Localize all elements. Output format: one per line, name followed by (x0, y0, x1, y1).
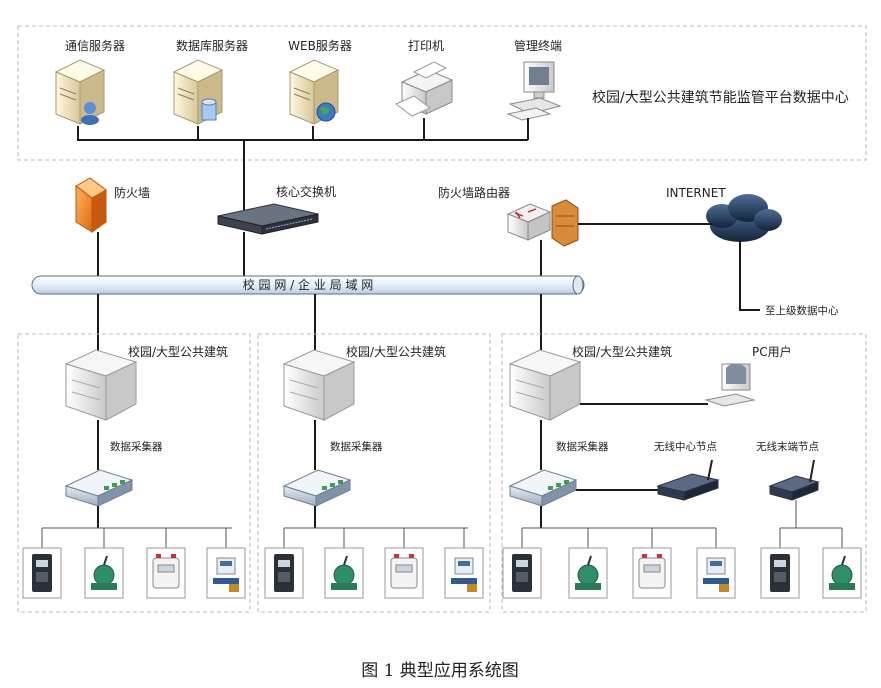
building-frame-3 (501, 333, 867, 613)
gas-meter-icon (632, 547, 672, 599)
db-server-label: 数据库服务器 (176, 38, 248, 53)
heat-meter-icon (206, 547, 246, 599)
water-meter-icon (568, 547, 608, 599)
datacenter-frame (17, 25, 867, 161)
wireless-end-node-icon (768, 459, 820, 501)
lan-label: 校 园 网 / 企 业 局 域 网 (243, 277, 374, 292)
meter-bus-1 (41, 527, 232, 548)
core-switch-label: 核心交换机 (276, 184, 336, 199)
firewall-router-icon (506, 199, 579, 247)
core-switch-icon (217, 203, 319, 235)
meter-bus-2 (283, 527, 468, 548)
wireless-center-node-icon (656, 459, 720, 501)
heat-meter-icon (444, 547, 484, 599)
collector-label-2: 数据采集器 (330, 440, 383, 453)
user-server-icon (54, 59, 106, 125)
water-meter-icon (324, 547, 364, 599)
wireless-end-label: 无线末端节点 (756, 440, 819, 453)
building-label-3: 校园/大型公共建筑 (572, 344, 672, 359)
electric-meter-icon (760, 547, 800, 599)
upper-center-label: 至上级数据中心 (765, 304, 839, 317)
building-icon (64, 349, 138, 421)
firewall-router-label: 防火墙路由器 (438, 185, 510, 200)
meter-bus-3 (521, 527, 717, 548)
pc-user-label: PC用户 (752, 344, 792, 359)
gas-meter-icon (146, 547, 186, 599)
building-icon (282, 349, 356, 421)
building-label-2: 校园/大型公共建筑 (346, 344, 446, 359)
building-label-1: 校园/大型公共建筑 (128, 344, 228, 359)
firewall-label: 防火墙 (114, 185, 150, 200)
meter-row (22, 547, 862, 599)
terminal-label: 管理终端 (514, 38, 562, 53)
figure-caption: 图 1 典型应用系统图 (361, 661, 519, 681)
internet-to-upper (739, 240, 760, 311)
wireless-end-bus (779, 500, 843, 548)
comm-server-label: 通信服务器 (65, 38, 125, 53)
internet-label: INTERNET (666, 186, 726, 200)
collector-label-3: 数据采集器 (556, 440, 609, 453)
building-frame-1 (17, 333, 251, 613)
electric-meter-icon (264, 547, 304, 599)
terminal-icon (506, 61, 562, 121)
gas-meter-icon (384, 547, 424, 599)
data-collector-icon (282, 469, 352, 507)
data-collector-icon (508, 469, 578, 507)
web-server-label: WEB服务器 (288, 38, 352, 53)
water-meter-icon (822, 547, 862, 599)
web-server-icon (288, 59, 340, 125)
printer-icon (395, 61, 454, 117)
electric-meter-icon (502, 547, 542, 599)
heat-meter-icon (696, 547, 736, 599)
collector-label-1: 数据采集器 (110, 440, 163, 453)
datacenter-bus (77, 118, 529, 141)
lan-backbone (31, 275, 585, 295)
wireless-center-label: 无线中心节点 (654, 440, 717, 453)
datacenter-title: 校园/大型公共建筑节能监管平台数据中心 (592, 89, 849, 106)
building-icon (508, 349, 582, 421)
firewall-icon (75, 177, 107, 233)
pc-user-icon (704, 363, 756, 407)
building-frame-2 (257, 333, 491, 613)
database-server-icon (172, 59, 224, 125)
water-meter-icon (84, 547, 124, 599)
printer-label: 打印机 (408, 39, 444, 53)
internet-cloud-icon (706, 194, 782, 242)
electric-meter-icon (22, 547, 62, 599)
data-collector-icon (64, 469, 134, 507)
